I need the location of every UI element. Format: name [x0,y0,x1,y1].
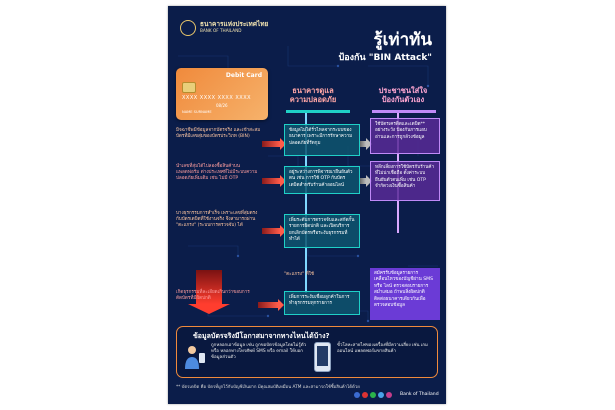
customer-action-4: สมัครรับข้อมูลรายการเคลื่อนไหวของบัญชีผ่… [370,268,440,320]
step-4-arrow [258,299,284,311]
instagram-icon [386,392,392,398]
youtube-icon [362,392,368,398]
smartphone-icon [314,342,331,372]
debit-card-footnote: ** บัตรเดบิต คือ บัตรที่ผูกไว้กับบัญชีเง… [176,385,360,390]
twitter-icon [378,392,384,398]
tips-title: ข้อมูลบัตรจริงมีโอกาสมาจากทางไหนได้บ้าง? [193,332,330,340]
bank-column-bar [286,110,350,113]
step-3-arrow [262,225,286,237]
bank-name-english: BANK OF THAILAND [200,28,242,33]
bank-name-thai: ธนาคารแห่งประเทศไทย [200,20,269,28]
debit-card-illustration: Debit Card XXXX XXXX XXXX XXXX 08/26 NAM… [176,68,268,120]
card-label: Debit Card [225,72,262,79]
facebook-icon [354,392,360,398]
tips-left-text: ถูกหลอกเอาข้อมูล เช่น ถูกขอบัตรข้อมูลโดย… [211,343,307,360]
line-icon [370,392,376,398]
card-chip-icon [182,82,196,93]
card-number: XXXX XXXX XXXX XXXX [182,95,252,101]
step-2-arrow-right [360,175,372,187]
bank-action-1: ข้อมูลไม่ได้รั่วไหลจากระบบของธนาคาร เพรา… [284,124,360,156]
poster-subtitle: ป้องกัน "BIN Attack" [338,53,432,63]
step-2-arrow [262,175,286,187]
footer-brand: Bank of Thailand [400,392,439,397]
problem-step-2: นำเลขที่สุ่มได้ไปลองซื้อสินค้าบนแพลตฟอร์… [176,164,258,182]
bank-action-4: เพิ่มการระงับเชื่อมลูกค้าในการทำธุรกรรมท… [284,291,360,315]
tips-right-text: ขั้วโลหะสายไฟของเครื่องที่มีความเสี่ยง เ… [337,343,428,354]
person-phone-icon [185,346,205,369]
data-source-tips-box: ข้อมูลบัตรจริงมีโอกาสมาจากทางไหนได้บ้าง?… [176,326,438,378]
filter-caption: "ตะแกรง" ที่ใช้ [284,272,314,277]
bank-seal-icon [180,20,196,36]
escalation-down-arrow [188,270,230,314]
problem-step-3: บางธุรกรรมการสำเร็จ เพราะเลขที่สุ่มตรงกั… [176,211,258,229]
poster-title: รู้เท่าทัน [373,30,432,50]
bank-action-2: อยู่ระหว่างการพิจารณายืนยันตัวตน เช่น กา… [284,166,360,194]
bank-timeline [305,113,307,293]
customer-column-heading: ประชาชนใส่ใจป้องกันตัวเอง [378,86,428,104]
customer-column-bar [372,110,436,113]
problem-step-4: เกิดธุรกรรมที่ละเอียดเกินกว่าขอบการตัดบั… [176,290,250,302]
step-1-arrow [262,138,286,150]
step-1-arrow-right [360,138,372,150]
bank-action-3: เพิ่มระดับการตรวจจับและสกัดกั้นรายการผิด… [284,214,360,248]
customer-action-2: หลีกเลี่ยงการใช้บัตรกับร้านค้าที่ไม่น่าเ… [370,161,440,201]
problem-step-1: มิจฉาชีพมีข้อมูลจากบัตรจริง และเข้าสะสมบ… [176,128,261,140]
card-expiry: 08/26 [216,103,228,108]
social-icons [354,392,392,398]
customer-action-1: ใช้บัตรเครดิตและเดบิต** อย่างระวัง ป้องก… [370,118,440,154]
card-holder-name: NAME SURNAME [182,110,212,114]
infographic-poster: ธนาคารแห่งประเทศไทย BANK OF THAILAND รู้… [168,6,446,404]
bank-column-heading: ธนาคารดูแลความปลอดภัย [289,86,337,104]
